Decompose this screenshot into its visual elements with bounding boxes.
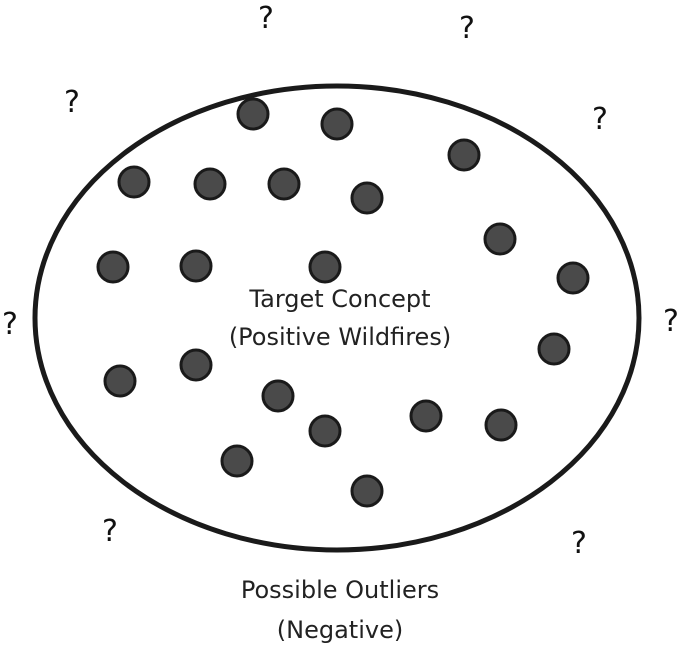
outlier-question-mark: ? (2, 307, 18, 342)
positive-instance-dot (117, 165, 151, 199)
outlier-question-mark: ? (102, 514, 118, 549)
outlier-question-mark: ? (258, 1, 274, 36)
positive-instance-dot (236, 97, 270, 131)
outlier-question-mark: ? (459, 11, 475, 46)
positive-instance-dot (308, 414, 342, 448)
positive-instance-dot (179, 348, 213, 382)
target-concept-sublabel: (Positive Wildfires) (229, 323, 451, 351)
positive-instance-dot (350, 181, 384, 215)
positive-instance-dot (179, 249, 213, 283)
possible-outliers: ? ? ? ? ? ? ? ? (2, 1, 679, 561)
positive-instance-dot (103, 364, 137, 398)
positive-instance-dot (447, 138, 481, 172)
target-concept-boundary (32, 83, 642, 553)
positive-instance-dot (220, 444, 254, 478)
outliers-label: Possible Outliers (241, 576, 439, 604)
positive-instance-dot (537, 332, 571, 366)
positive-instance-dot (409, 399, 443, 433)
outlier-question-mark: ? (571, 526, 587, 561)
positive-instance-dot (483, 222, 517, 256)
positive-instance-dot (350, 474, 384, 508)
outlier-question-mark: ? (663, 304, 679, 339)
positive-instances (96, 97, 590, 508)
positive-instance-dot (556, 261, 590, 295)
positive-instance-dot (96, 250, 130, 284)
positive-instance-dot (193, 167, 227, 201)
positive-instance-dot (261, 379, 295, 413)
outlier-question-mark: ? (592, 102, 608, 137)
positive-instance-dot (320, 107, 354, 141)
positive-instance-dot (308, 250, 342, 284)
positive-instance-dot (267, 167, 301, 201)
outlier-question-mark: ? (64, 85, 80, 120)
target-concept-label: Target Concept (248, 285, 430, 313)
outliers-sublabel: (Negative) (277, 616, 403, 644)
positive-instance-dot (484, 408, 518, 442)
